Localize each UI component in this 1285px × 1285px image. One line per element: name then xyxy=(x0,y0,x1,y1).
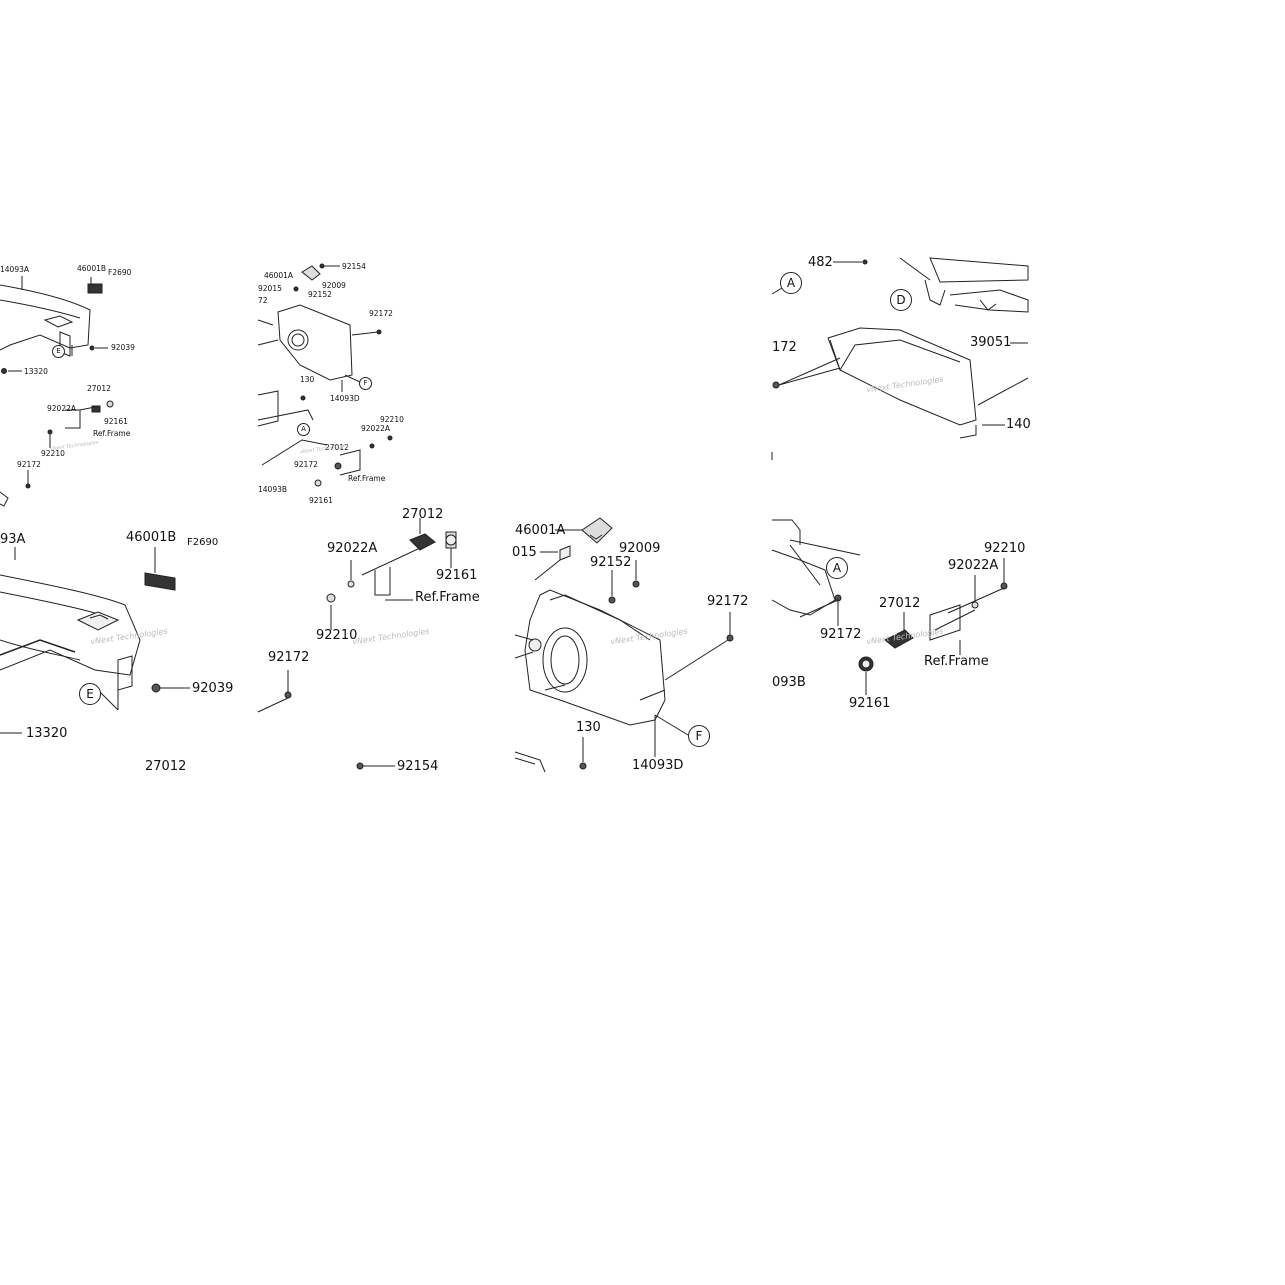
part-label: 92009 xyxy=(322,281,346,290)
callout-a: A xyxy=(826,557,848,579)
top-middle-panel-art xyxy=(257,263,393,487)
part-label: 92154 xyxy=(397,759,439,774)
part-label: 92210 xyxy=(41,449,65,458)
part-label: 92172 xyxy=(369,309,393,318)
bottom-left-panel-art xyxy=(0,547,190,734)
part-label: 92009 xyxy=(619,541,661,556)
callout-a: A xyxy=(297,423,310,436)
callout-e: E xyxy=(52,345,65,358)
part-label: 13320 xyxy=(26,726,68,741)
part-label: F2690 xyxy=(187,537,219,548)
part-label: 172 xyxy=(772,340,797,355)
top-right-panel-art xyxy=(771,257,1029,460)
part-label: 13320 xyxy=(24,367,48,376)
top-left-panel-art xyxy=(0,276,114,507)
bottom-middle-right-panel-art xyxy=(514,517,734,773)
part-label: 39051 xyxy=(970,335,1012,350)
bottom-right-panel-art xyxy=(771,519,1008,695)
part-label: 92172 xyxy=(820,627,862,642)
callout-d: D xyxy=(890,289,912,311)
part-label: 92172 xyxy=(17,460,41,469)
part-label: 92161 xyxy=(104,417,128,426)
part-label: Ref.Frame xyxy=(93,429,131,438)
part-label: 27012 xyxy=(879,596,921,611)
part-label: 92022A xyxy=(948,558,999,573)
part-label: 92039 xyxy=(192,681,234,696)
part-label: 140 xyxy=(1006,417,1031,432)
callout-f: F xyxy=(359,377,372,390)
part-label: 92210 xyxy=(380,415,404,424)
part-label: 093B xyxy=(772,675,806,690)
bottom-middle-left-panel-art xyxy=(257,518,457,770)
part-label: 92152 xyxy=(590,555,632,570)
callout-e: E xyxy=(79,683,101,705)
part-label: Ref.Frame xyxy=(348,474,386,483)
part-label: 27012 xyxy=(402,507,444,522)
part-label: 27012 xyxy=(87,384,111,393)
part-label: 14093D xyxy=(632,758,684,773)
part-label: 92039 xyxy=(111,343,135,352)
part-label: 93A xyxy=(0,532,26,547)
part-label: 14093B xyxy=(258,485,288,494)
part-label: 92161 xyxy=(849,696,891,711)
part-label: 72 xyxy=(258,296,268,305)
part-label: 92172 xyxy=(294,460,318,469)
part-label: 14093D xyxy=(330,394,360,403)
part-label: 92022A xyxy=(361,424,390,433)
part-label: 92210 xyxy=(984,541,1026,556)
part-label: F2690 xyxy=(108,268,132,277)
part-label: 92161 xyxy=(309,496,333,505)
part-label: 92022A xyxy=(327,541,378,556)
part-label: 92152 xyxy=(308,290,332,299)
part-label: 46001B xyxy=(77,264,107,273)
part-label: Ref.Frame xyxy=(415,590,480,605)
part-label: 130 xyxy=(576,720,601,735)
part-label: 92210 xyxy=(316,628,358,643)
part-label: 27012 xyxy=(325,443,349,452)
part-label: 92022A xyxy=(47,404,76,413)
part-label: 92154 xyxy=(342,262,366,271)
part-label: Ref.Frame xyxy=(924,654,989,669)
part-label: 46001A xyxy=(264,271,293,280)
part-label: 92172 xyxy=(268,650,310,665)
part-label: 482 xyxy=(808,255,833,270)
part-label: 14093A xyxy=(0,265,29,274)
part-label: 46001B xyxy=(126,530,177,545)
callout-f: F xyxy=(688,725,710,747)
part-label: 015 xyxy=(512,545,537,560)
part-label: 92015 xyxy=(258,284,282,293)
callout-a: A xyxy=(780,272,802,294)
part-label: 92161 xyxy=(436,568,478,583)
part-label: 27012 xyxy=(145,759,187,774)
part-label: 92172 xyxy=(707,594,749,609)
part-label: 46001A xyxy=(515,523,566,538)
part-label: 130 xyxy=(300,375,315,384)
